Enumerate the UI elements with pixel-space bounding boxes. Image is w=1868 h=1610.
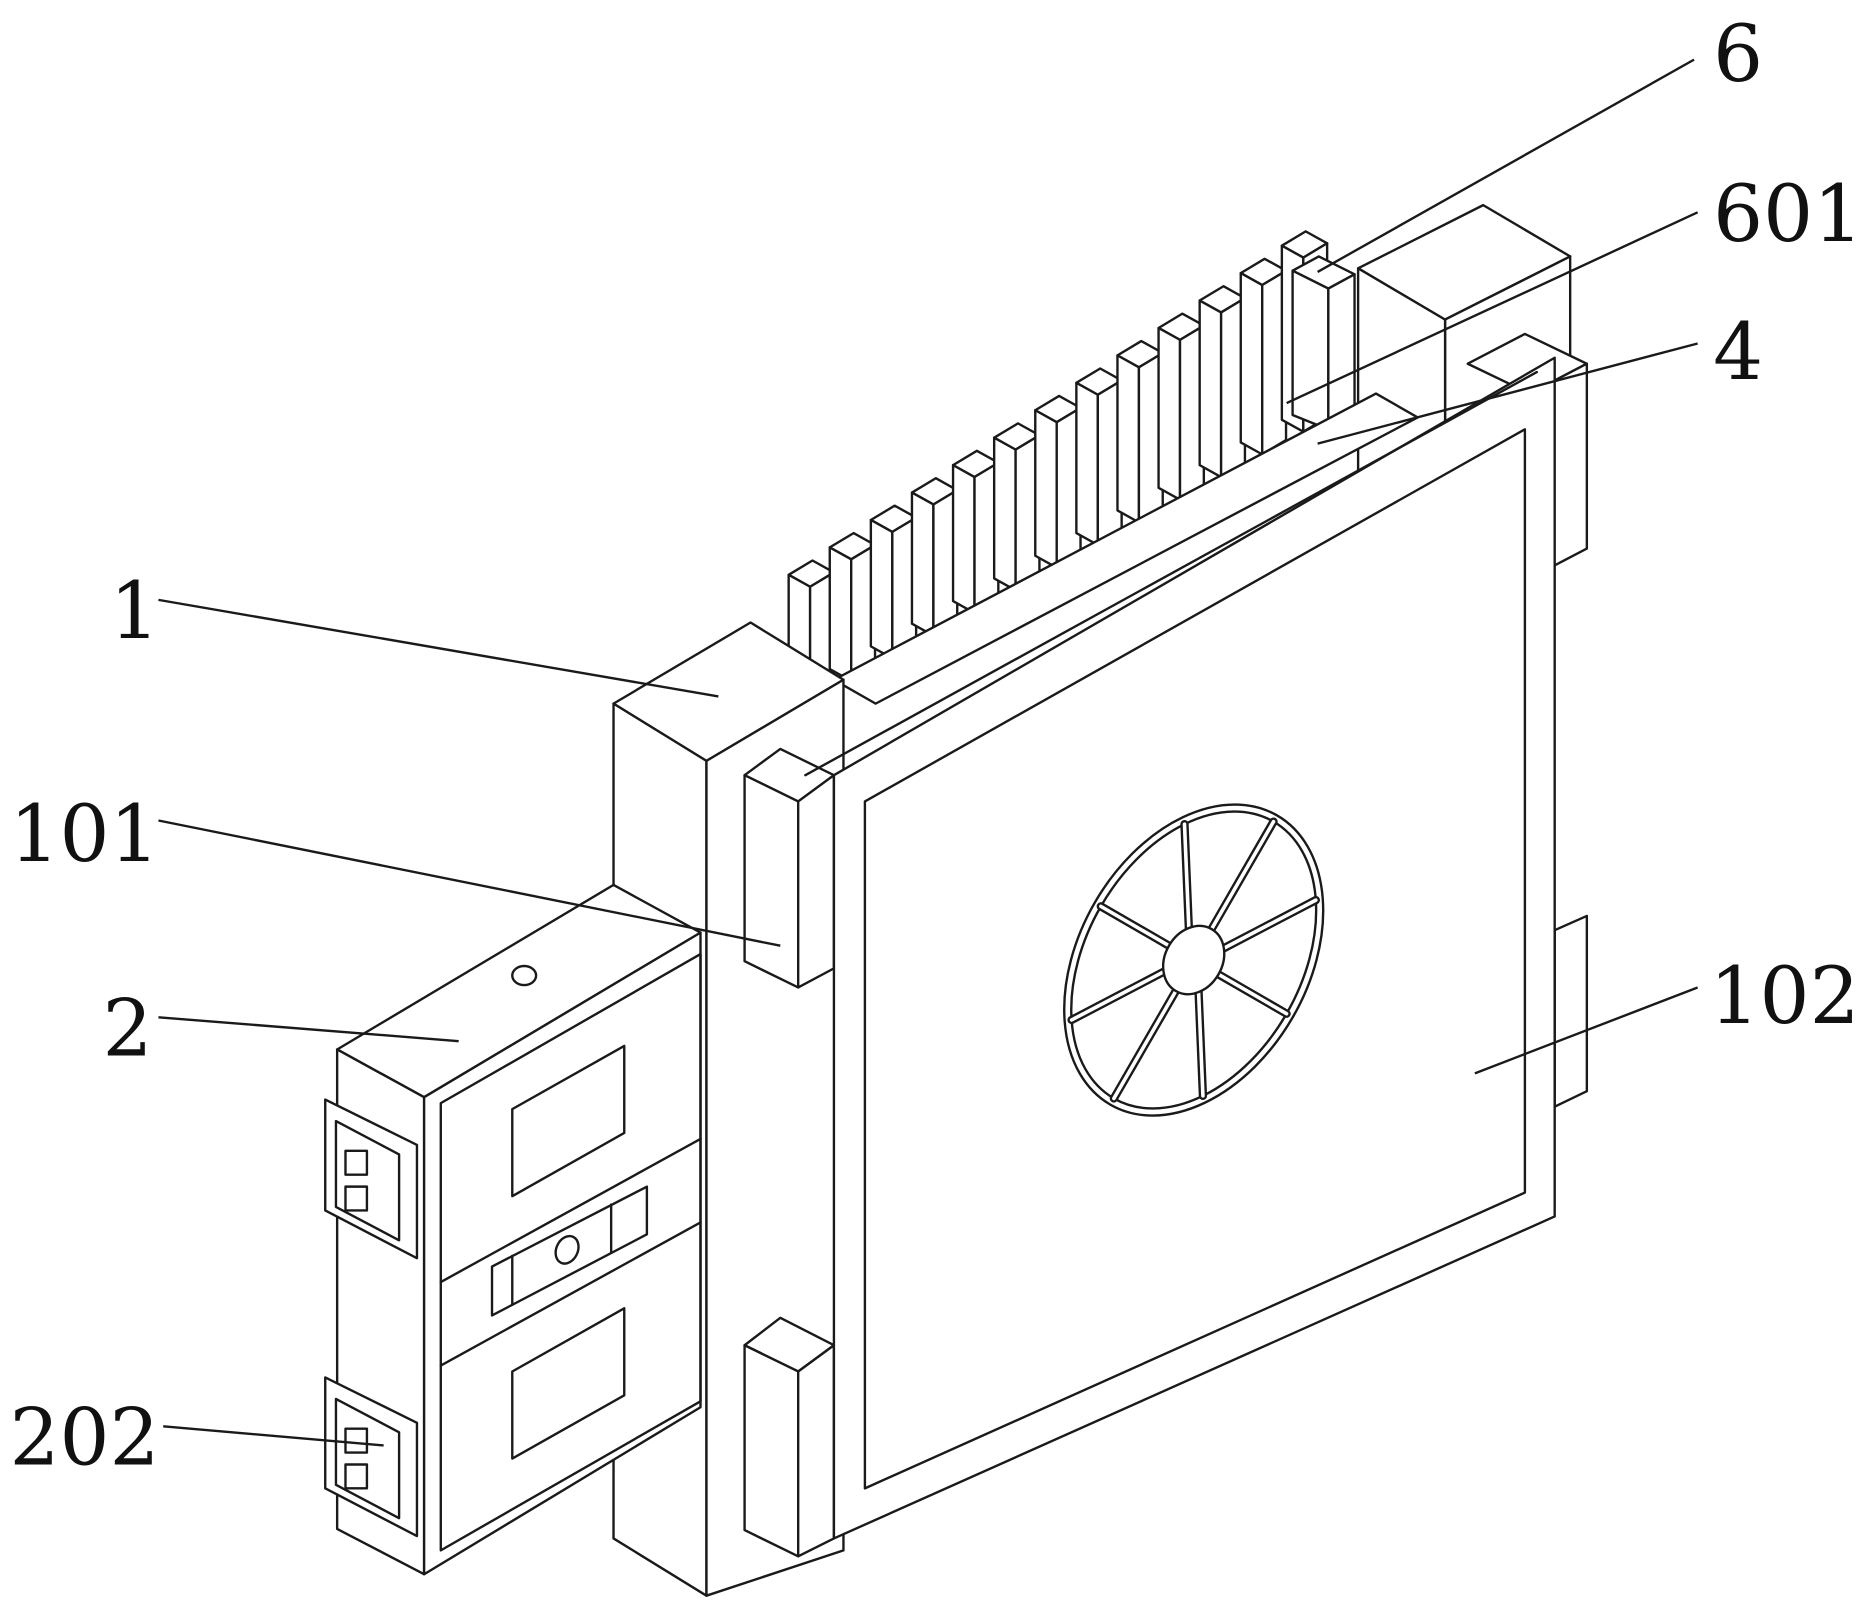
label-202: 202 (10, 1391, 160, 1483)
fin (1034, 394, 1082, 569)
leader-601 (1286, 211, 1699, 405)
label-4: 4 (1713, 306, 1763, 398)
fin (1075, 367, 1123, 547)
side-clamp-lower (743, 1316, 836, 1558)
leader-1 (158, 598, 719, 698)
fin (869, 504, 918, 660)
fin-array (787, 230, 1356, 705)
fin (951, 449, 1000, 615)
fin (992, 422, 1041, 592)
fan-spoke (1216, 972, 1289, 1016)
socket-lower[interactable] (324, 1376, 419, 1538)
fin (910, 477, 959, 637)
label-6: 6 (1713, 8, 1763, 100)
fan-spoke (1112, 989, 1178, 1101)
label-101: 101 (10, 788, 160, 880)
fan-spoke (1222, 898, 1318, 951)
fan-spoke (1069, 970, 1166, 1022)
leader-101 (158, 819, 781, 947)
fan-spoke (1209, 819, 1276, 931)
leader-lines (158, 58, 1699, 1447)
fin (828, 531, 877, 683)
side-clamp-upper (743, 747, 836, 989)
fin (1157, 312, 1206, 501)
fan-spoke (1099, 904, 1171, 948)
leader-202 (163, 1425, 384, 1447)
fan-spoke (1196, 990, 1205, 1098)
fin (1239, 257, 1288, 456)
label-2: 2 (102, 982, 152, 1074)
fan-icon (1063, 803, 1325, 1117)
leader-4 (1317, 342, 1698, 445)
label-102: 102 (1710, 950, 1860, 1042)
label-1: 1 (110, 565, 160, 657)
leader-2 (158, 1016, 459, 1043)
leader-102 (1474, 986, 1699, 1075)
fan-spoke (1182, 822, 1191, 930)
fin (1116, 339, 1164, 524)
knob-icon[interactable] (511, 964, 538, 987)
socket-upper[interactable] (324, 1098, 419, 1260)
label-601: 601 (1713, 168, 1863, 260)
leader-6 (1317, 58, 1695, 273)
tall-fin (1291, 255, 1356, 431)
fin (1198, 285, 1247, 479)
